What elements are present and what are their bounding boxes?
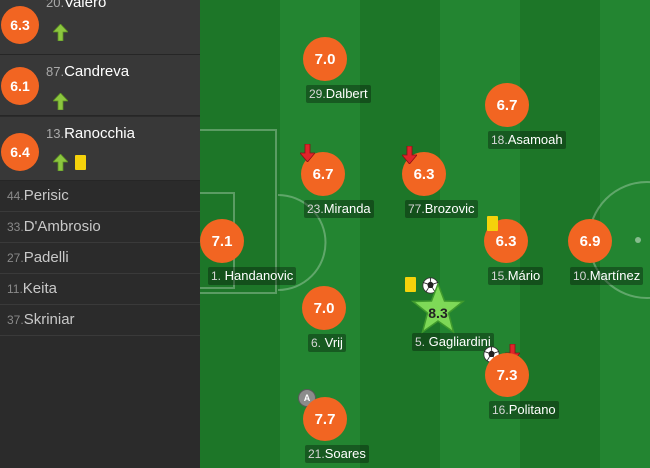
rating-badge: 7.0 [302, 286, 346, 330]
pitch-stripe [360, 0, 440, 468]
player-name: 23.Miranda [304, 200, 374, 218]
yellow-card-icon [487, 216, 498, 231]
player-name: 18.Asamoah [488, 131, 566, 149]
rating-badge: 6.7 [485, 83, 529, 127]
player-name: 15.Mário [488, 267, 544, 285]
player-name: 5. Gagliardini [412, 333, 494, 351]
man-of-the-match-star-icon [410, 281, 466, 334]
player-name: 6. Vrij [308, 334, 346, 352]
sub-on-arrow-icon [53, 93, 68, 110]
player-name: 16.Politano [489, 401, 559, 419]
sub-on-arrow-icon [53, 154, 68, 171]
substitute-row[interactable]: 6.4 13.Ranocchia [0, 117, 200, 181]
player-name: 1. Handanovic [208, 267, 297, 285]
rating-badge: 6.1 [1, 67, 39, 105]
bench-row[interactable]: 37.Skriniar [0, 305, 200, 336]
rating-badge: 7.3 [485, 353, 529, 397]
player-name: 21.Soares [305, 445, 369, 463]
goal-ball-icon [422, 277, 439, 294]
rating-badge: 8.3 [428, 305, 448, 321]
substitute-row[interactable]: 6.1 87.Candreva [0, 55, 200, 116]
player-name: 13.Ranocchia [46, 125, 135, 142]
player-name: 77.Brozovic [405, 200, 478, 218]
player-name: 29.Dalbert [306, 85, 371, 103]
player-name: 10.Martínez [570, 267, 644, 285]
player-name: 87.Candreva [46, 63, 130, 80]
rating-badge: 7.1 [200, 219, 244, 263]
rating-badge: 6.4 [1, 133, 39, 171]
pitch: 7.0 29.Dalbert 6.7 18.Asamoah 6.7 23.Mir… [200, 0, 650, 468]
bench-row[interactable]: 27.Padelli [0, 243, 200, 274]
player-name: 20.Valero [46, 0, 107, 11]
sub-off-arrow-icon [300, 144, 315, 162]
rating-badge: 7.7 [303, 397, 347, 441]
bench-row[interactable]: 44.Perisic [0, 181, 200, 212]
sub-off-arrow-icon [402, 146, 417, 164]
substitutes-panel: 6.3 20.Valero 6.1 87.Candreva 6.4 13.Ran… [0, 0, 200, 468]
yellow-card-icon [405, 277, 416, 292]
yellow-card-icon [75, 155, 86, 170]
bench-row[interactable]: 11.Keita [0, 274, 200, 305]
bench-row[interactable]: 33.D'Ambrosio [0, 212, 200, 243]
sub-on-arrow-icon [53, 24, 68, 41]
rating-badge: 6.9 [568, 219, 612, 263]
rating-badge: 7.0 [303, 37, 347, 81]
player-gagliardini[interactable]: 8.3 [410, 281, 466, 335]
rating-badge: 6.3 [1, 6, 39, 44]
substitute-row[interactable]: 6.3 20.Valero [0, 0, 200, 55]
